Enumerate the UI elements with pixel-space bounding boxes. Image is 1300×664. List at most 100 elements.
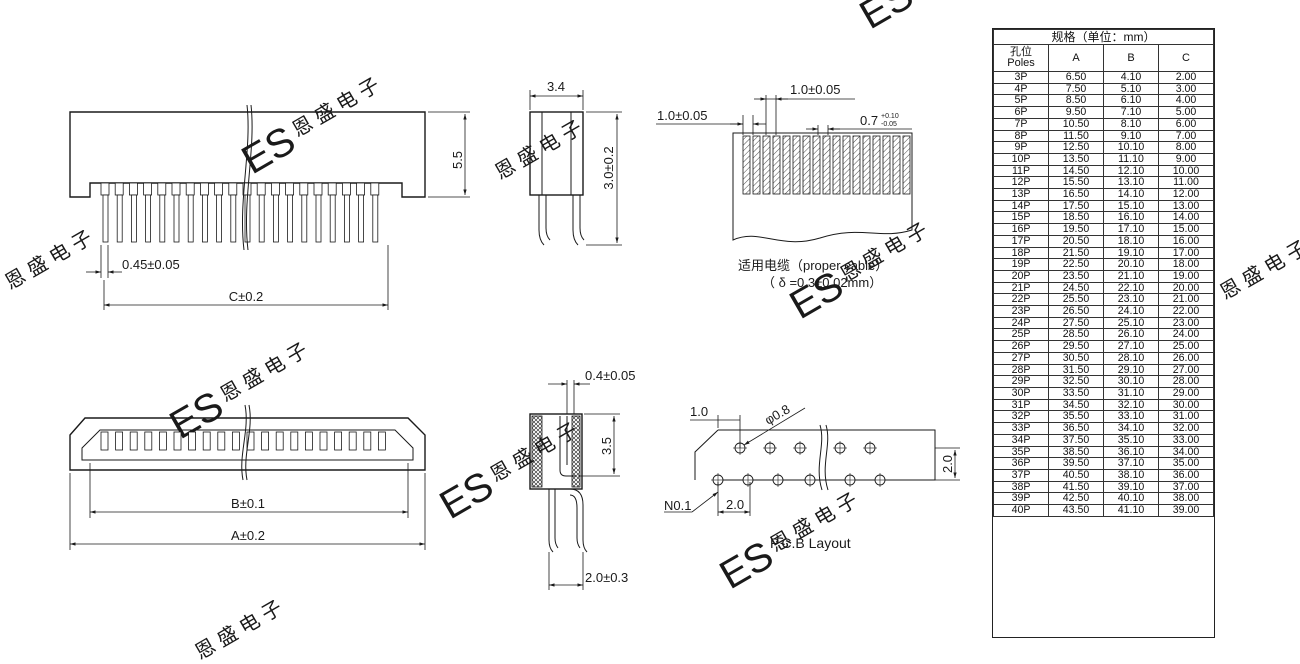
cell-a: 23.50 [1048, 269, 1104, 283]
cell-b: 10.10 [1103, 141, 1159, 154]
cell-c: 19.00 [1158, 269, 1214, 283]
front-contact-head [370, 182, 380, 196]
cell-poles: 4P [993, 82, 1049, 96]
front-pin [343, 194, 350, 243]
spec-table-title: 规格（单位：mm） [993, 29, 1214, 45]
cell-c: 6.00 [1158, 117, 1214, 131]
cell-a: 24.50 [1048, 281, 1104, 295]
front-pin [272, 194, 279, 243]
cell-c: 23.00 [1158, 316, 1214, 330]
cell-b: 32.10 [1103, 398, 1159, 412]
front-contact-head [128, 182, 138, 196]
cell-c: 24.00 [1158, 328, 1214, 342]
dim-pin-span-label: 2.0±0.3 [585, 570, 628, 585]
cell-c: 33.00 [1158, 433, 1214, 447]
dim-b-label: B±0.1 [231, 496, 265, 511]
top-contact [319, 431, 328, 451]
cable-conductor [762, 135, 771, 195]
cell-c: 29.00 [1158, 386, 1214, 400]
cell-c: 30.00 [1158, 398, 1214, 412]
front-pin [145, 194, 152, 243]
cell-poles: 34P [993, 433, 1049, 447]
cell-b: 21.10 [1103, 269, 1159, 283]
front-pin [116, 194, 123, 243]
front-contact-head [356, 182, 366, 196]
cable-conductor [752, 135, 761, 195]
cell-a: 20.50 [1048, 234, 1104, 248]
cell-poles: 14P [993, 199, 1049, 213]
cell-c: 32.00 [1158, 422, 1214, 435]
cell-a: 43.50 [1048, 504, 1104, 517]
pcb-layout-title: P.C.B Layout [770, 535, 851, 551]
front-pin [358, 194, 365, 243]
cable-conductor [852, 135, 861, 195]
cell-a: 14.50 [1048, 164, 1104, 178]
cell-poles: 11P [993, 164, 1049, 178]
cable-conductor [822, 135, 831, 195]
dim-c-label: C±0.2 [229, 289, 264, 304]
cable-conductor [812, 135, 821, 195]
dim-contact-thickness-label: 0.4±0.05 [585, 368, 636, 383]
cell-a: 30.50 [1048, 351, 1104, 365]
cell-poles: 38P [993, 480, 1049, 494]
front-pin [329, 194, 336, 243]
cell-c: 37.00 [1158, 480, 1214, 494]
cell-a: 38.50 [1048, 445, 1104, 459]
cell-poles: 21P [993, 281, 1049, 295]
cell-b: 29.10 [1103, 363, 1159, 377]
front-contact-head [157, 182, 167, 196]
cell-b: 14.10 [1103, 188, 1159, 201]
side-view: 3.4 3.0±0.2 [529, 79, 622, 246]
spec-table-header-a: A [1048, 44, 1104, 72]
cell-c: 9.00 [1158, 152, 1214, 166]
top-contact [202, 431, 211, 451]
cell-c: 12.00 [1158, 188, 1214, 201]
cell-c: 26.00 [1158, 351, 1214, 365]
front-contact-head [199, 182, 209, 196]
front-contact-head [100, 182, 110, 196]
dim-depth-label: 3.4 [547, 79, 565, 94]
spec-table-header-poles: 孔位 Poles [993, 44, 1049, 72]
dim-cable-pitch-label: 1.0±0.05 [657, 108, 708, 123]
dim-contact-height-label: 3.5 [599, 437, 614, 455]
front-contact-head [341, 182, 351, 196]
cell-c: 18.00 [1158, 258, 1214, 271]
pcb-row-spacing-label: 2.0 [940, 455, 955, 473]
dim-a-label: A±0.2 [231, 528, 265, 543]
cell-a: 28.50 [1048, 328, 1104, 342]
cell-c: 17.00 [1158, 246, 1214, 260]
top-contact [334, 431, 343, 451]
front-pin [315, 194, 322, 243]
top-contact [188, 431, 197, 451]
top-contact [173, 431, 182, 451]
cell-c: 14.00 [1158, 211, 1214, 225]
cell-a: 15.50 [1048, 176, 1104, 190]
cell-b: 12.10 [1103, 164, 1159, 178]
cell-a: 17.50 [1048, 199, 1104, 213]
cable-conductor [892, 135, 901, 195]
cell-b: 19.10 [1103, 246, 1159, 260]
cell-a: 37.50 [1048, 433, 1104, 447]
cell-poles: 20P [993, 269, 1049, 283]
watermark-cn: 恩 盛 电 子 [191, 596, 286, 664]
cable-conductor [772, 135, 781, 195]
cell-c: 2.00 [1158, 71, 1214, 84]
